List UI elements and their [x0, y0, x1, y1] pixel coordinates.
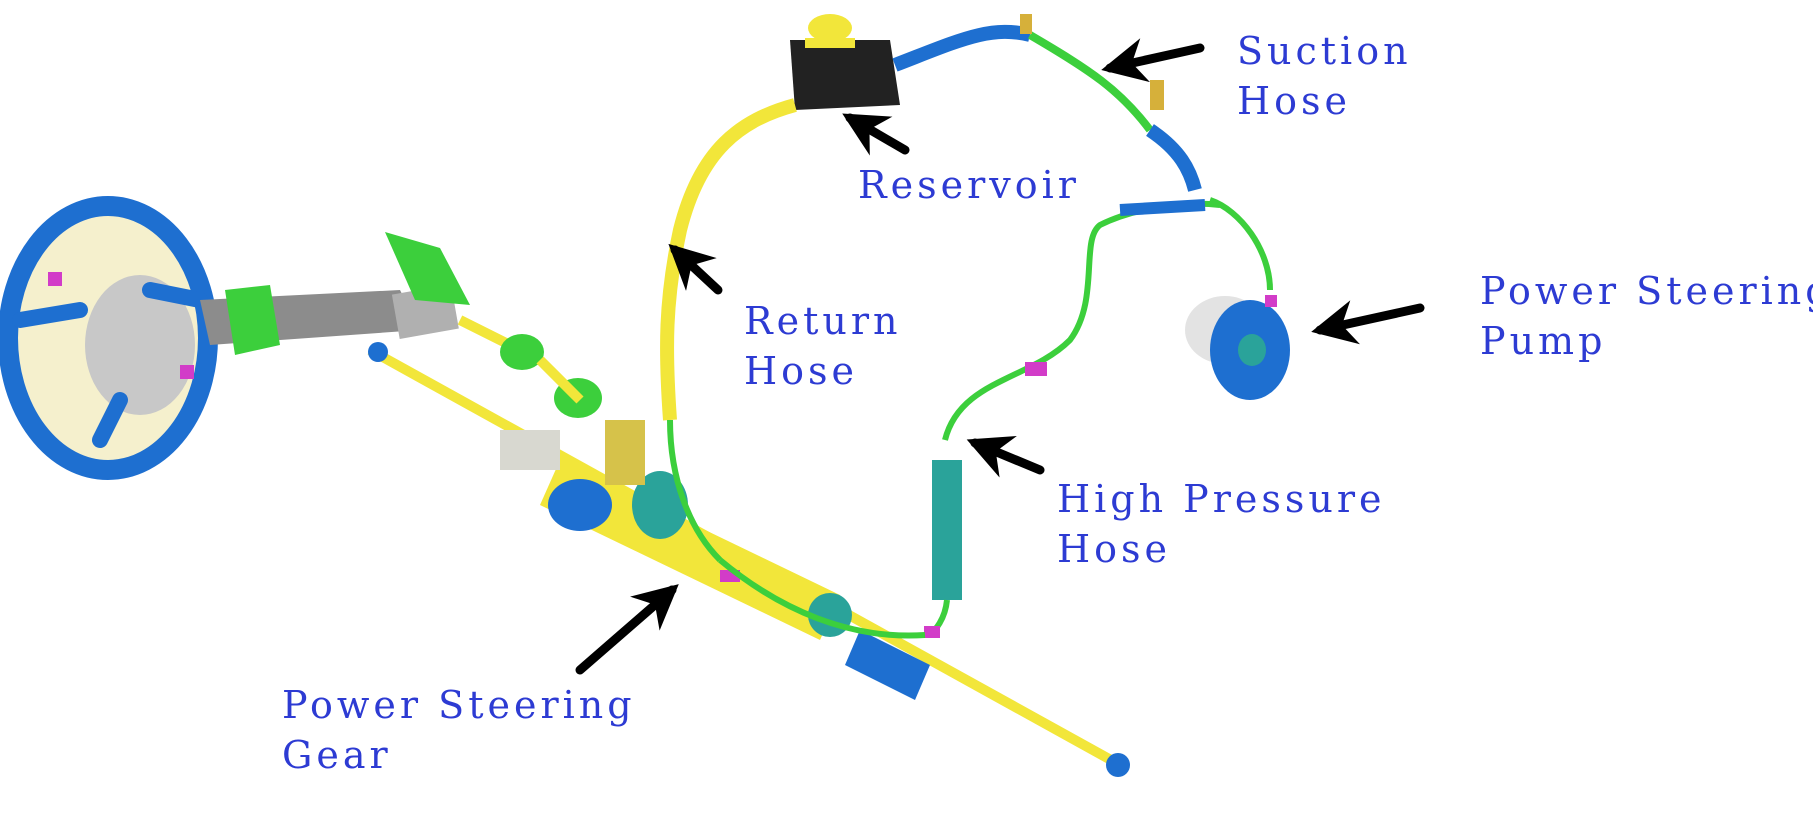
label-power-steering-pump-line1: Power Steering: [1480, 269, 1813, 313]
pointer-arrows: [575, 38, 1425, 675]
label-power-steering-pump-line2: Pump: [1480, 319, 1607, 363]
label-suction-hose-line2: Hose: [1237, 79, 1352, 123]
arrow-high-pressure-hose: [966, 436, 1045, 478]
label-reservoir: Reservoir: [858, 160, 1080, 210]
return-hose: [660, 98, 797, 563]
label-power-steering-pump: Power Steering Pump: [1480, 266, 1813, 366]
arrow-return-hose: [668, 243, 723, 295]
arrow-suction-hose: [1101, 38, 1205, 83]
power-steering-pump-shape: [1185, 197, 1290, 400]
label-reservoir-line1: Reservoir: [858, 163, 1080, 207]
label-power-steering-gear: Power Steering Gear: [282, 680, 636, 780]
arrow-power-steering-pump: [1311, 300, 1425, 345]
reservoir-shape: [790, 14, 900, 110]
high-pressure-hose: [718, 199, 1221, 639]
label-high-pressure-hose-line2: Hose: [1057, 527, 1172, 571]
steering-wheel: [0, 196, 218, 480]
label-return-hose-line1: Return: [744, 299, 902, 343]
label-return-hose: Return Hose: [744, 296, 901, 396]
label-high-pressure-hose-line1: High Pressure: [1057, 477, 1386, 521]
label-power-steering-gear-line1: Power Steering: [282, 683, 636, 727]
label-power-steering-gear-line2: Gear: [282, 733, 392, 777]
steering-column: [200, 232, 602, 418]
label-high-pressure-hose: High Pressure Hose: [1057, 474, 1386, 574]
label-suction-hose-line1: Suction: [1237, 29, 1412, 73]
label-return-hose-line2: Hose: [744, 349, 859, 393]
arrow-power-steering-gear: [575, 584, 679, 675]
label-suction-hose: Suction Hose: [1237, 26, 1412, 126]
arrow-reservoir: [842, 113, 910, 156]
suction-hose: [892, 14, 1202, 192]
